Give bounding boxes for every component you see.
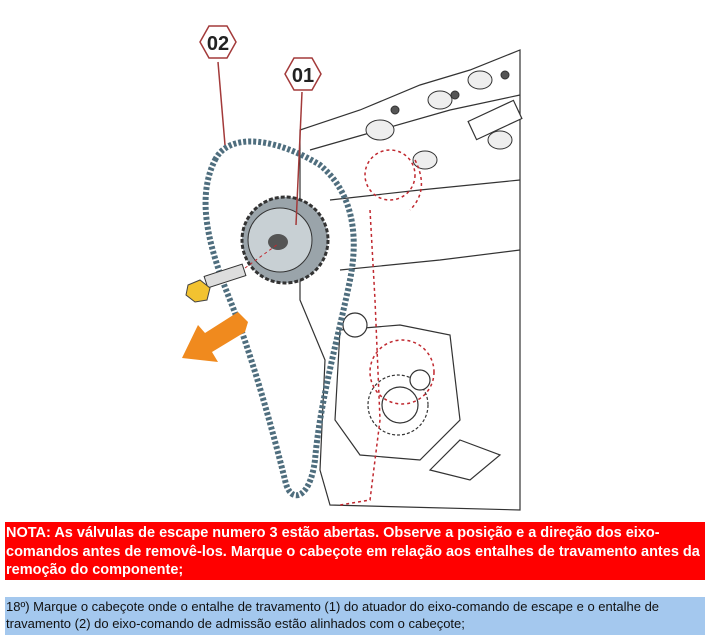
alignment-marks [339, 149, 435, 506]
timing-chain [202, 138, 357, 499]
step-instruction: 18º) Marque o cabeçote onde o entalhe de… [5, 597, 705, 635]
bolt [185, 263, 247, 303]
camshafts [365, 70, 513, 170]
engine-block [299, 49, 523, 511]
engine-timing-diagram: 02 01 [182, 25, 523, 511]
note-warning: NOTA: As válvulas de escape numero 3 est… [5, 522, 705, 580]
callout-01-label: 01 [292, 65, 314, 87]
callout-01: 01 [284, 57, 322, 226]
removal-direction-arrow-icon [182, 312, 248, 362]
camshaft-sprocket [240, 195, 330, 285]
callout-02: 02 [199, 25, 237, 146]
callout-02-label: 02 [207, 33, 229, 55]
